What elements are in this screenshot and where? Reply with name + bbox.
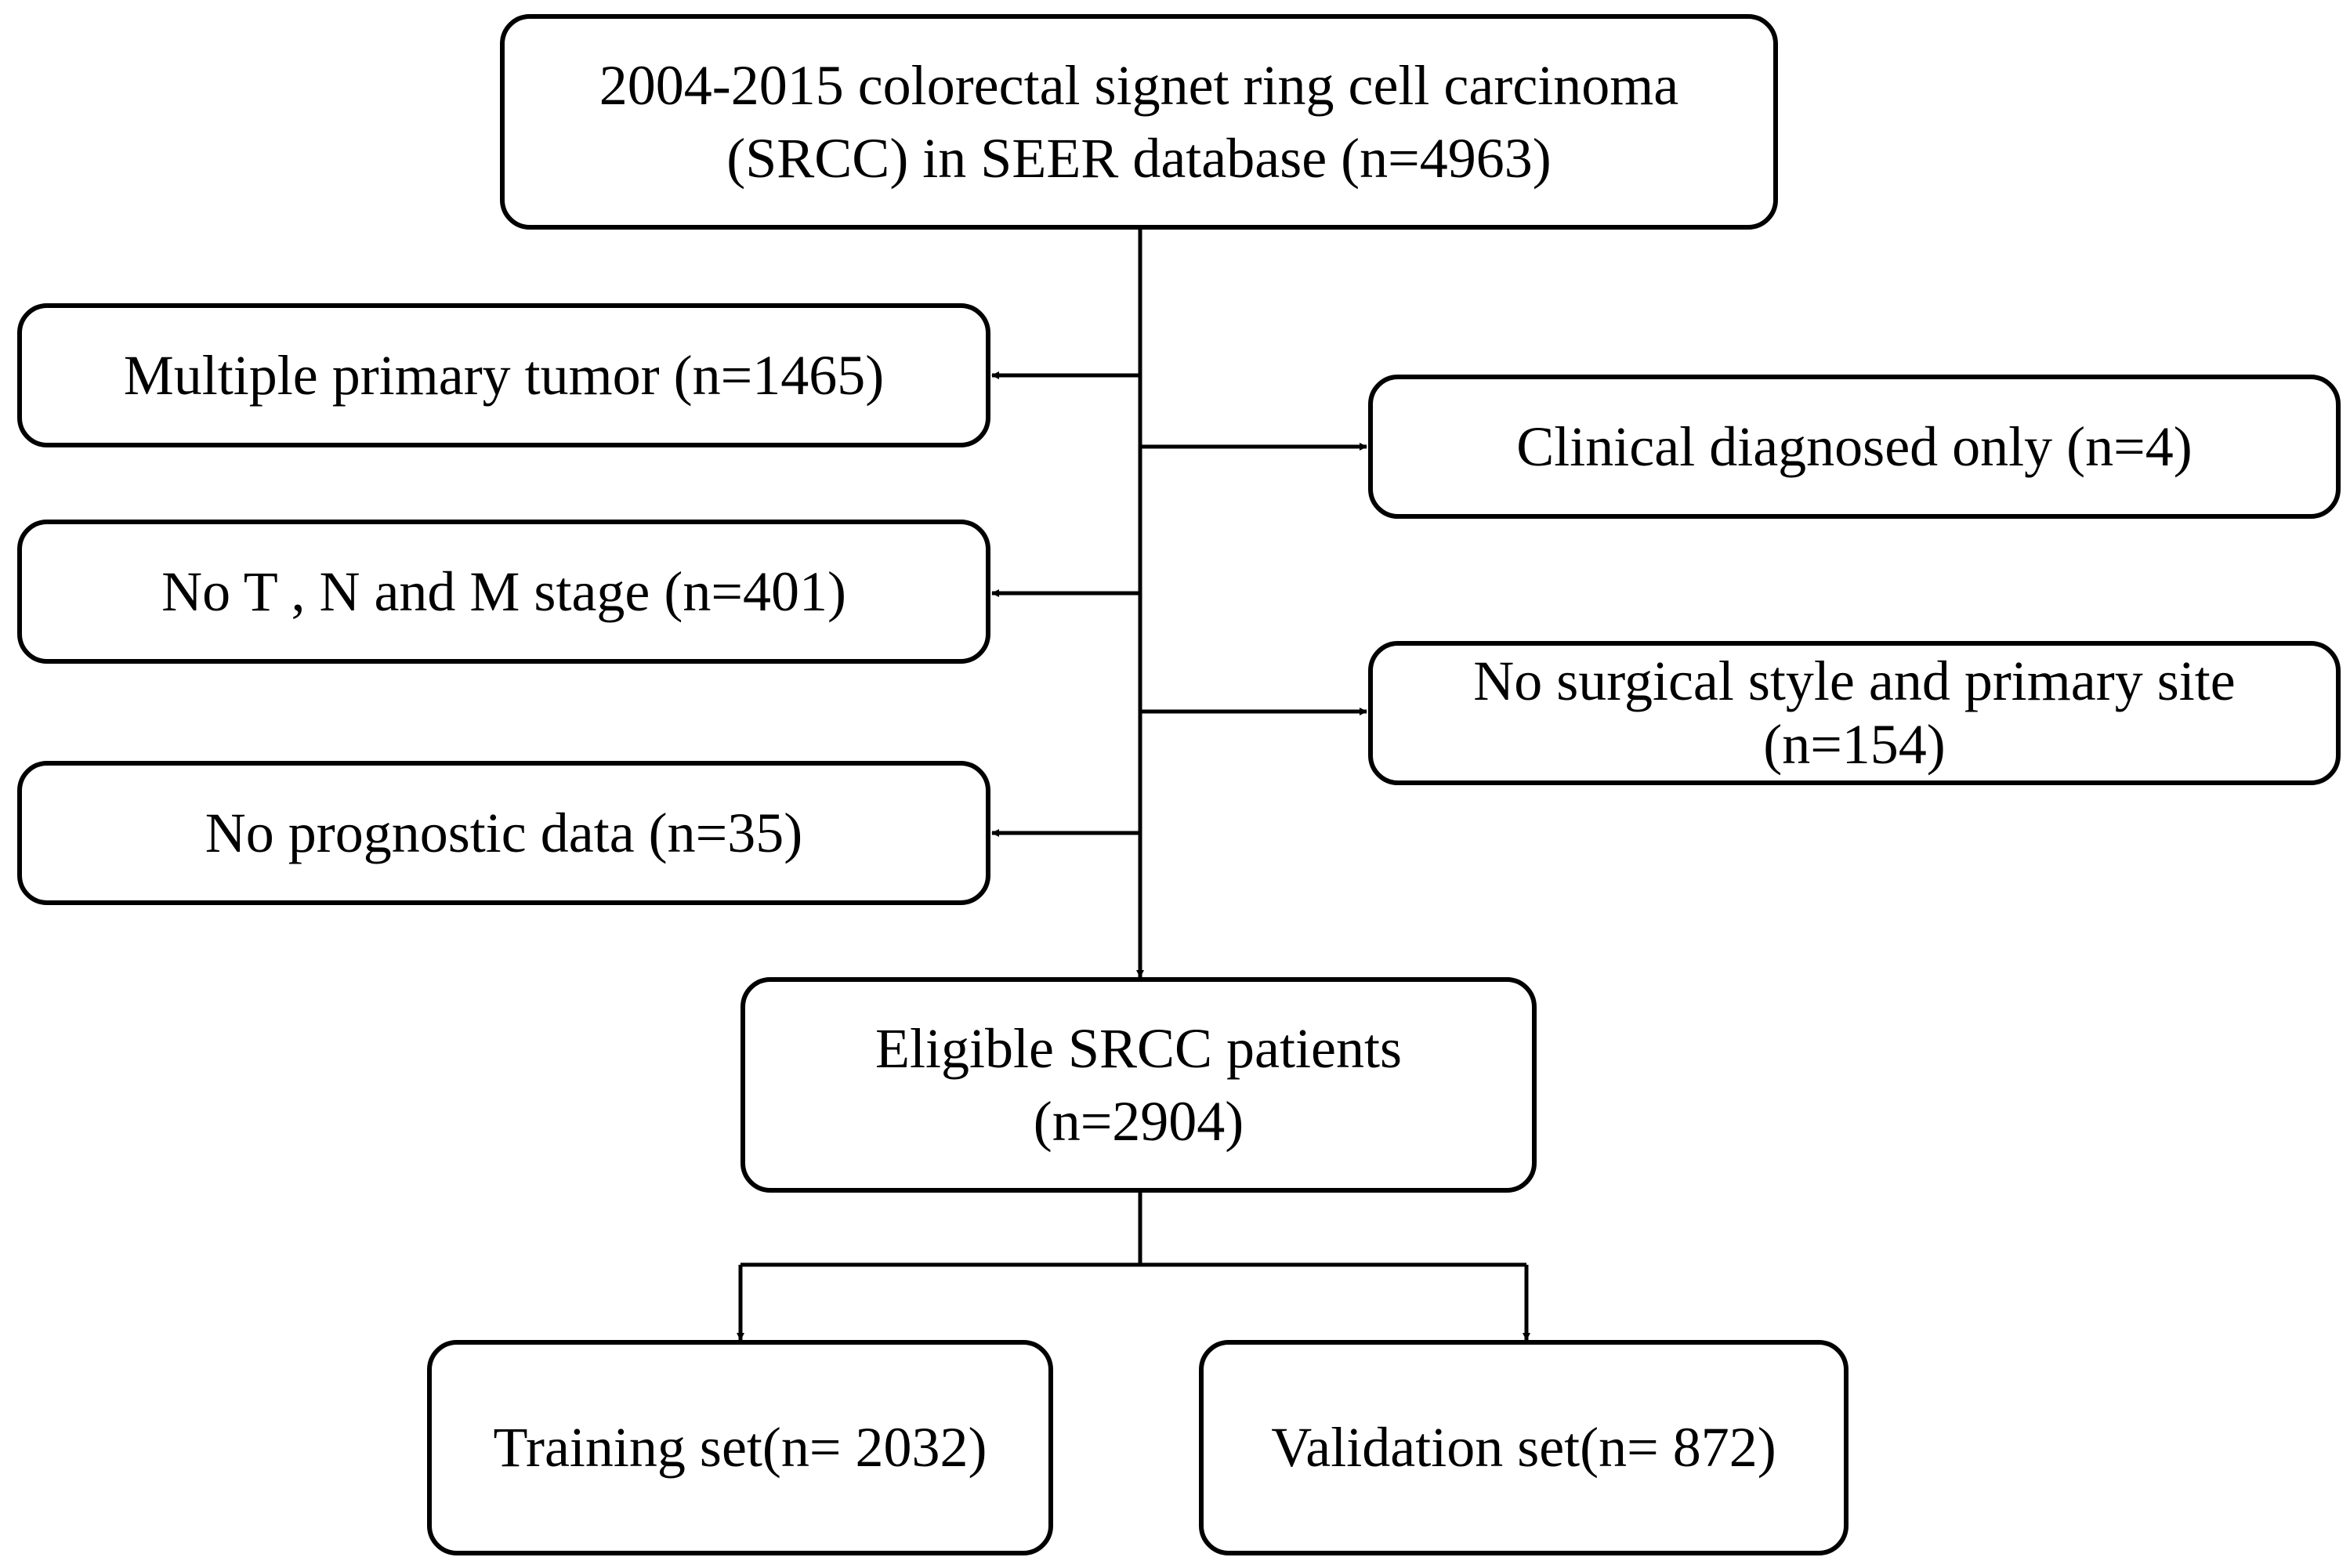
exclusion-clinical-diagnosed-box: Clinical diagnosed only (n=4) [1368, 375, 2341, 519]
exclusion-no-prognostic-label: No prognostic data (n=35) [205, 801, 803, 864]
exclusion-multiple-primary-box: Multiple primary tumor (n=1465) [17, 303, 990, 447]
training-set-label: Training set(n= 2032) [493, 1416, 987, 1479]
validation-set-label: Validation set(n= 872) [1271, 1416, 1776, 1479]
source-line-2: (SRCC) in SEER database (n=4963) [726, 126, 1552, 190]
exclusion-no-surgical-style-box: No surgical style and primary site (n=15… [1368, 641, 2341, 785]
exclusion-no-prognostic-box: No prognostic data (n=35) [17, 761, 990, 905]
validation-set-box: Validation set(n= 872) [1199, 1340, 1848, 1555]
training-set-box: Training set(n= 2032) [427, 1340, 1053, 1555]
source-population-box: 2004-2015 colorectal signet ring cell ca… [500, 14, 1778, 230]
source-line-1: 2004-2015 colorectal signet ring cell ca… [599, 54, 1679, 118]
exclusion-multiple-primary-label: Multiple primary tumor (n=1465) [123, 343, 885, 407]
exclusion-no-tnm-stage-box: No T , N and M stage (n=401) [17, 520, 990, 664]
exclusion-no-tnm-stage-label: No T , N and M stage (n=401) [161, 559, 846, 623]
eligible-line-1: Eligible SRCC patients [874, 1017, 1402, 1081]
eligible-patients-box: Eligible SRCC patients (n=2904) [740, 977, 1537, 1193]
exclusion-clinical-diagnosed-label: Clinical diagnosed only (n=4) [1516, 415, 2192, 478]
eligible-line-2: (n=2904) [1033, 1089, 1244, 1153]
exclusion-no-surgical-style-line-1: No surgical style and primary site [1473, 650, 2236, 713]
exclusion-no-surgical-style-line-2: (n=154) [1763, 713, 1946, 776]
